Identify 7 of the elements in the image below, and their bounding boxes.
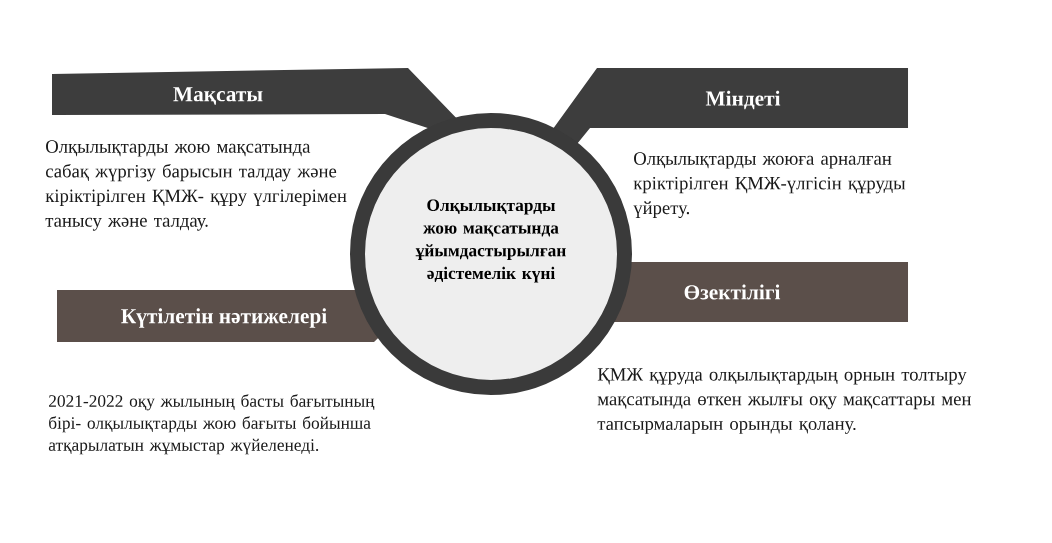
heading-band: Мақсаты <box>52 68 461 131</box>
heading-band: Өзектілігі <box>607 262 908 322</box>
description-text: 2021-2022 оқу жылының басты бағытының бірі- олқылықтарды жою бағыты бойынша атқарылатын жұмыстар жүйеленеді. <box>48 394 375 455</box>
description-text: Олқылықтарды жою мақсатында сабақ жүргізу барысын талдау және кіріктірілген ҚМЖ- құру үлгілерімен танысу және талдау. <box>45 140 347 231</box>
heading-band: Міндеті <box>550 68 908 148</box>
description-text: Олқылықтарды жоюға арналған кріктірілген ҚМЖ-үлгісін құруды үйрету. <box>633 152 906 218</box>
heading-band: Күтілетін нәтижелері <box>57 290 383 342</box>
